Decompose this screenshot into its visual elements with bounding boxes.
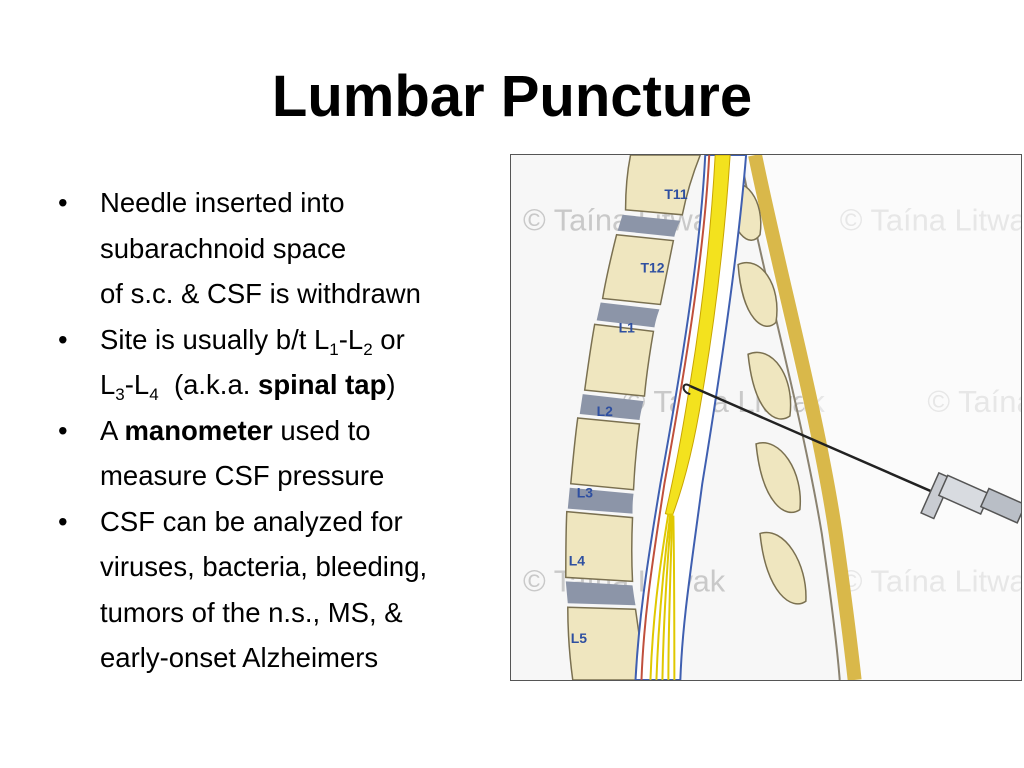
bullet-text: of s.c. & CSF is withdrawn [100, 278, 421, 309]
lumbar-puncture-illustration: © Taína Litwak © Taína Litwak © Taína Li… [510, 154, 1022, 681]
bullet-text: A manometer used to [100, 408, 508, 454]
vertebra-label: L3 [577, 485, 594, 501]
bold-term: spinal tap [258, 369, 387, 400]
intervertebral-disc [565, 581, 636, 606]
needle-tip [682, 383, 691, 396]
vertebral-body [624, 155, 702, 216]
stylet-cap [979, 487, 1021, 524]
bullet-marker: • [58, 414, 68, 446]
bullet-text: early-onset Alzheimers [100, 642, 379, 673]
vertebra-label: T11 [664, 186, 687, 202]
subscript: 4 [149, 385, 159, 404]
text-run: L [100, 369, 116, 400]
intervertebral-disc [617, 214, 681, 237]
slide-title: Lumbar Puncture [271, 64, 753, 129]
vertebral-column [565, 155, 702, 680]
bullet-text: CSF can be analyzed for [100, 505, 403, 537]
bullet-text: measure CSF pressure [100, 460, 385, 491]
bullet-text: Site is usually b/t L1-L2 or [100, 317, 508, 363]
nerve-root [655, 513, 672, 680]
spinous-process [747, 351, 792, 420]
spinal-needle [682, 383, 1021, 524]
subscript: 1 [329, 339, 339, 359]
supraspinous-ligament [748, 155, 862, 680]
bold-term: manometer [124, 414, 273, 446]
bullet-item: • A manometer used to measure CSF pressu… [58, 408, 508, 499]
subscript: 2 [363, 339, 373, 359]
text-run: or [372, 323, 405, 355]
bullet-text: subarachnoid space [100, 232, 347, 264]
bullet-text: Needle inserted into [100, 187, 345, 218]
subscript: 3 [115, 385, 125, 404]
text-run: ) [386, 369, 396, 400]
bullet-item: • Site is usually b/t L1-L2 or L3-L4 (a.… [58, 317, 508, 408]
vertebral-body [565, 510, 634, 583]
bullet-marker: • [58, 187, 68, 218]
skin-line [739, 155, 841, 680]
nerve-root [649, 513, 670, 680]
text-run: A [100, 414, 125, 446]
vertebra-label: L2 [597, 403, 614, 419]
vertebra-label: L5 [571, 630, 588, 646]
intervertebral-disc [567, 487, 634, 514]
bullet-text: viruses, bacteria, bleeding, [100, 551, 428, 582]
spinous-process [755, 442, 802, 514]
bullet-marker: • [58, 323, 68, 355]
text-run: Site is usually b/t L [100, 323, 330, 355]
nerve-root [672, 515, 676, 680]
bullet-item: • Needle inserted into subarachnoid spac… [58, 180, 508, 317]
bullet-marker: • [58, 505, 68, 537]
vertebral-body [569, 417, 641, 491]
spinous-process [759, 531, 807, 605]
back-tissue [745, 155, 1021, 680]
needle-shaft [689, 384, 942, 497]
text-run: -L [338, 323, 364, 355]
text-run: -L [124, 369, 150, 400]
bullet-text: L3-L4 (a.k.a. spinal tap) [100, 362, 508, 408]
text-run: used to [272, 414, 371, 446]
text-run: (a.k.a. [158, 369, 259, 400]
spine-illustration-svg: © Taína Litwak © Taína Litwak © Taína Li… [523, 155, 1021, 680]
vertebral-body [583, 323, 655, 397]
bullet-item: • CSF can be analyzed for viruses, bacte… [58, 499, 508, 681]
cauda-equina [649, 513, 676, 680]
dura-mater [640, 155, 711, 680]
vertebra-label: T12 [640, 260, 664, 276]
bullet-text: tumors of the n.s., MS, & [100, 596, 403, 628]
vertebra-label: L4 [569, 552, 586, 568]
vertebra-label: L1 [619, 319, 636, 335]
vertebral-body [601, 233, 675, 306]
nerve-root [661, 513, 673, 680]
nerve-root [667, 513, 674, 680]
bullet-list: • Needle inserted into subarachnoid spac… [58, 180, 508, 681]
intervertebral-disc [596, 302, 660, 328]
spinous-process [737, 262, 778, 327]
intervertebral-disc [579, 394, 644, 420]
